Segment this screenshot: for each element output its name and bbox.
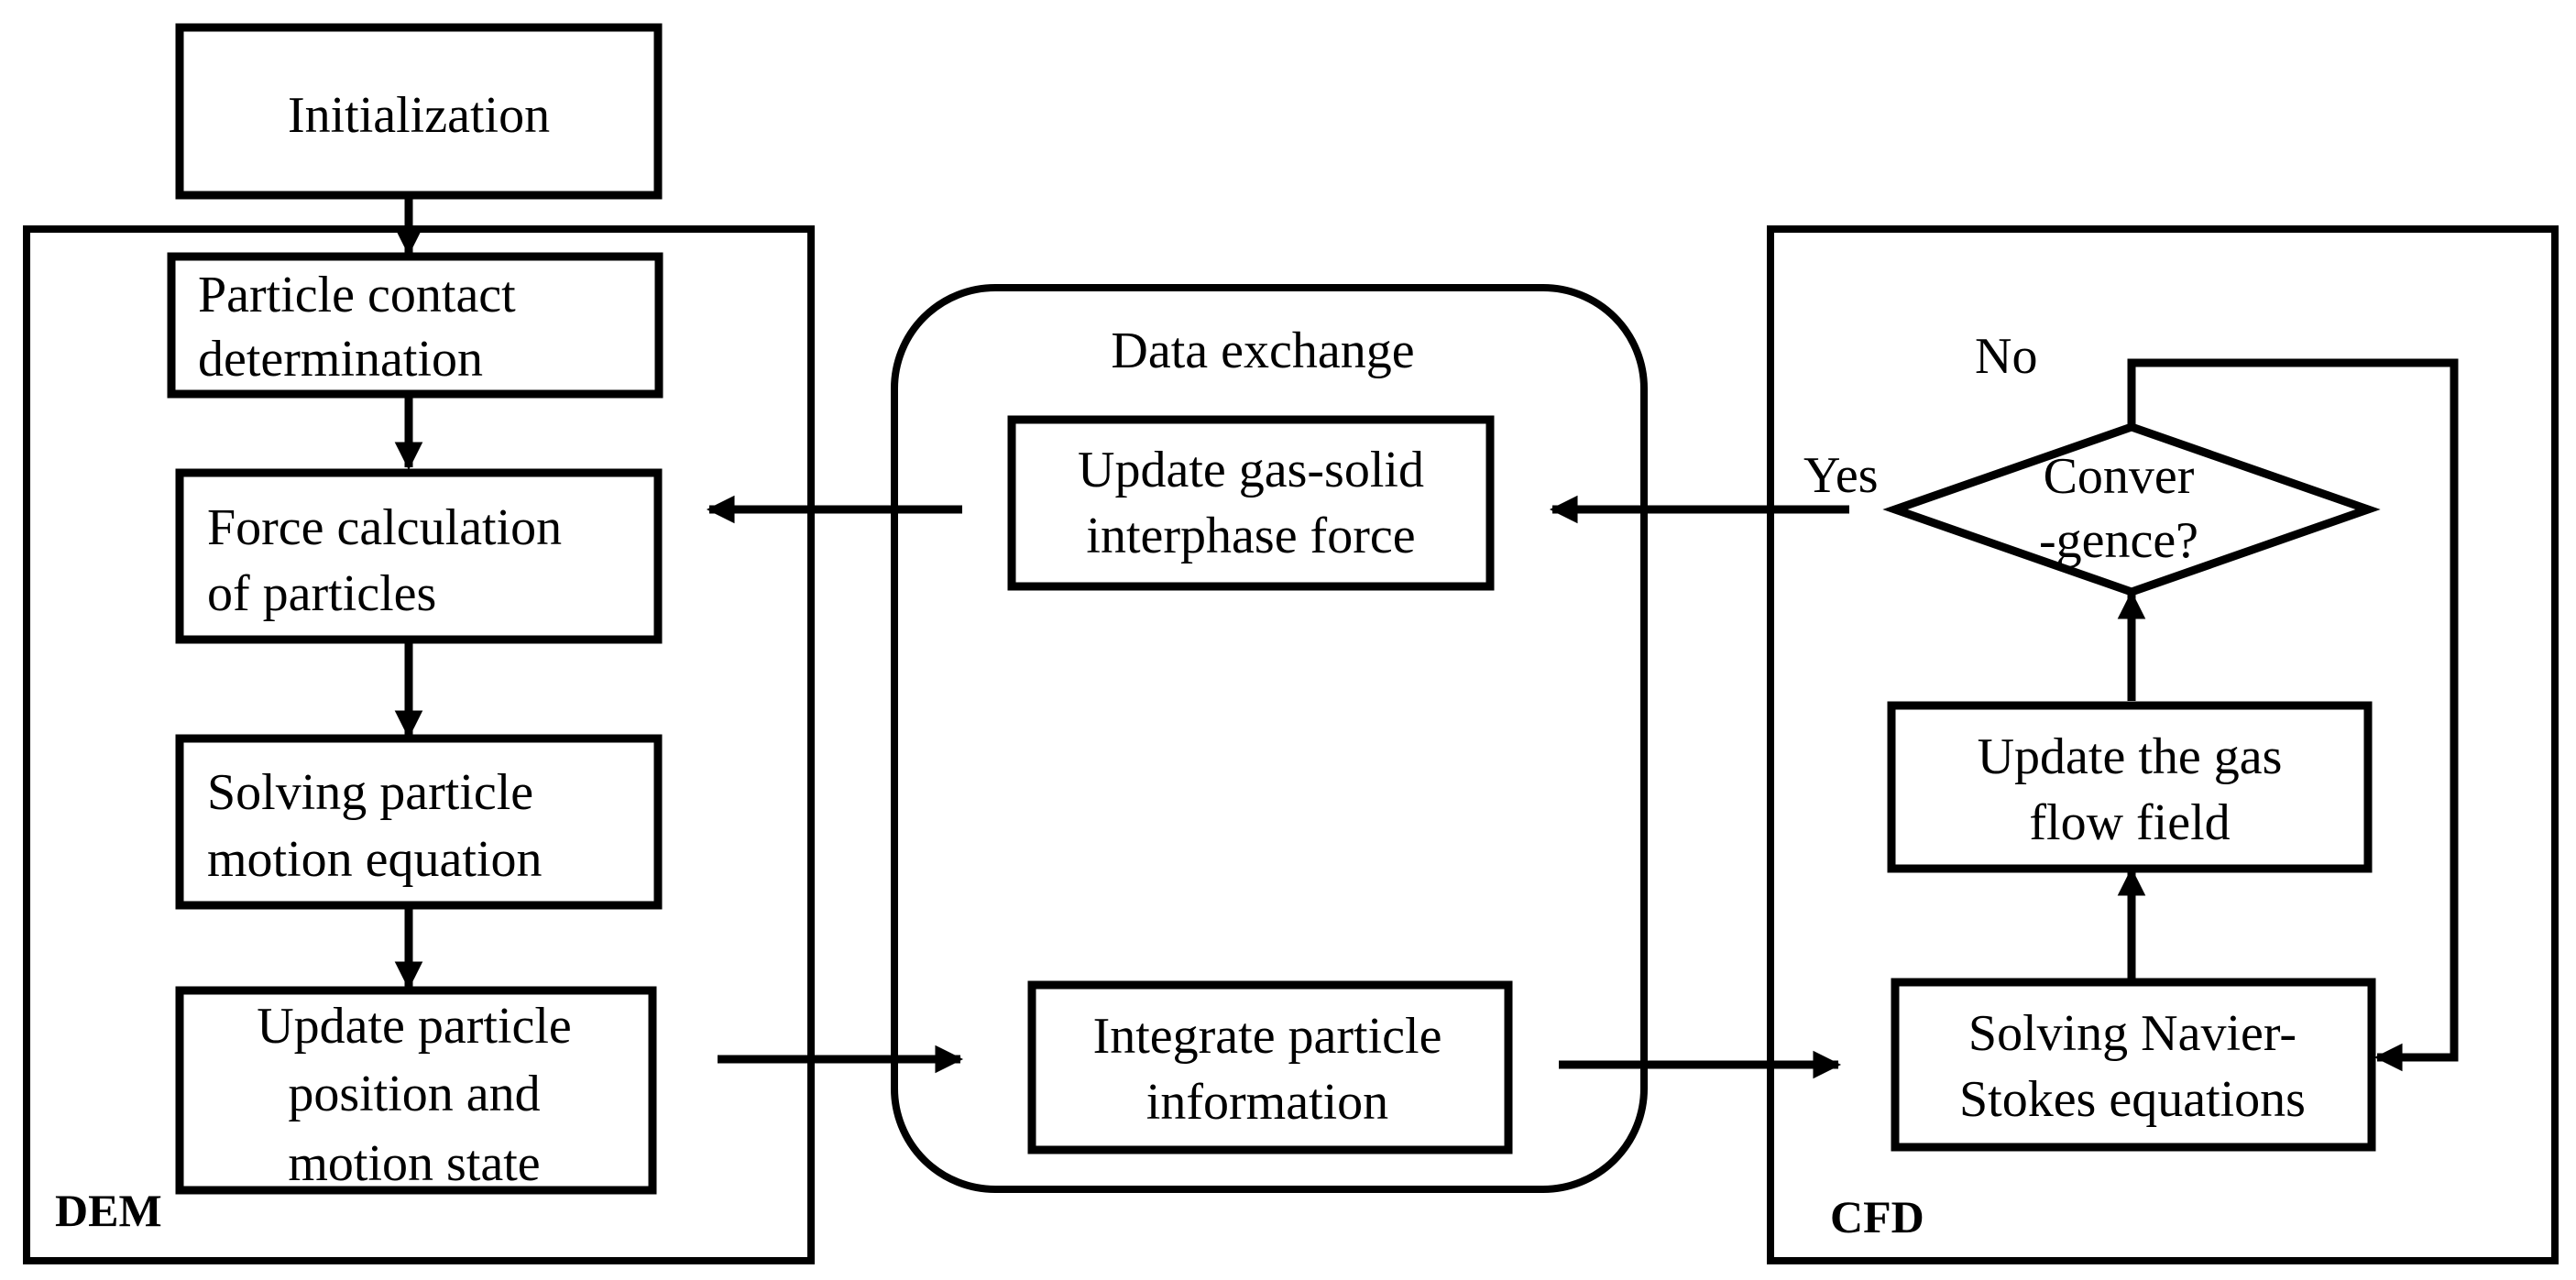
initialization-text: Initialization (288, 87, 550, 144)
navier-stokes-text: Solving Navier-Stokes equations (1959, 1005, 2306, 1128)
no-label: No (1975, 328, 2037, 385)
yes-label: Yes (1803, 447, 1878, 504)
interphase-force-box (1007, 415, 1495, 591)
convergence-decision (1882, 422, 2381, 596)
integrate-info-box (1027, 980, 1513, 1154)
force-calc-box (175, 468, 663, 644)
convergence-text: Conver-gence? (2039, 448, 2198, 569)
dem-label: DEM (55, 1185, 162, 1236)
initialization-box (175, 23, 663, 200)
motion-equation-box (175, 734, 663, 910)
exchange-panel (891, 284, 1648, 1193)
update-state-box (175, 986, 657, 1195)
navier-stokes-box (1891, 978, 2376, 1152)
gas-flow-box (1887, 701, 2373, 873)
contact-box (167, 252, 663, 399)
cfd-panel (1767, 225, 2559, 1264)
data-exchange-label: Data exchange (1111, 323, 1414, 379)
arrow-no-loop (2127, 358, 2459, 1072)
cfd-label: CFD (1830, 1191, 1924, 1242)
